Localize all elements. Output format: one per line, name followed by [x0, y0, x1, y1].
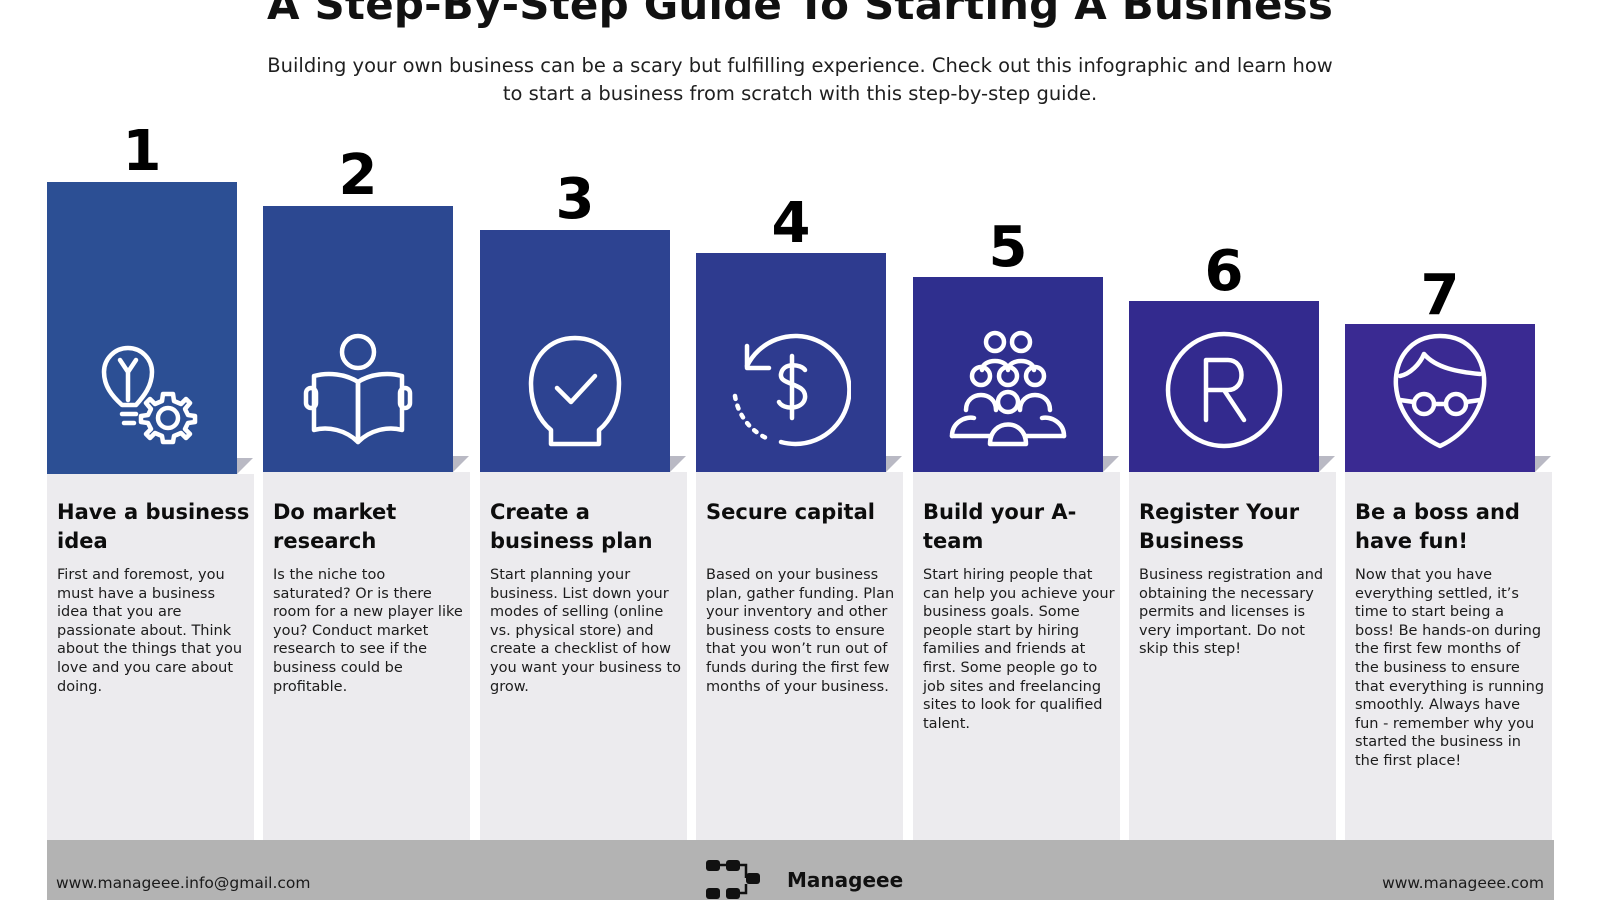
- lightbulb-gear-icon: [101, 345, 198, 445]
- dollar-refresh-icon: [732, 333, 851, 447]
- step-panel: [263, 472, 470, 840]
- fold-corner: [670, 456, 686, 472]
- step-description: Start hiring people that can help you ac…: [923, 567, 1115, 732]
- boss-glasses-icon: [1393, 333, 1487, 449]
- fold-corner: [1319, 456, 1335, 472]
- step-description: Is the niche too saturated? Or is there …: [273, 567, 463, 695]
- step-panel: [913, 472, 1120, 840]
- page-title: A Step-By-Step Guide To Starting A Busin…: [266, 0, 1334, 29]
- fold-corner: [1535, 456, 1551, 472]
- step-description: Based on your business plan, gather fund…: [706, 567, 895, 695]
- step-heading: Be a boss and have fun!: [1355, 500, 1520, 553]
- step-panel: [1345, 472, 1552, 840]
- step-color-block: [1129, 301, 1319, 472]
- step-number: 4: [771, 191, 811, 256]
- step-description: Start planning your business. List down …: [490, 567, 682, 695]
- step-description: First and foremost, you must have a busi…: [57, 567, 243, 695]
- page-subtitle: Building your own business can be a scar…: [267, 54, 1333, 105]
- fold-corner: [886, 456, 902, 472]
- step-description: Now that you have everything settled, it…: [1355, 567, 1545, 769]
- step-number: 3: [555, 167, 595, 232]
- step-heading: Build your A-team: [923, 500, 1077, 553]
- footer-bar: www.manageee.info@gmail.com Manageee www…: [47, 840, 1554, 900]
- step-panel: [480, 472, 687, 840]
- step-number: 5: [988, 215, 1028, 280]
- step-number: 2: [338, 143, 378, 208]
- step-panel: [47, 474, 254, 840]
- step-heading: Do market research: [273, 500, 397, 553]
- registered-mark-icon: [1165, 331, 1283, 449]
- fold-corner: [1103, 456, 1119, 472]
- fold-corner: [453, 456, 469, 472]
- footer-brand: Manageee: [787, 868, 904, 892]
- step-heading: Have a business idea: [57, 500, 250, 553]
- step-number: 7: [1420, 263, 1460, 328]
- footer-website[interactable]: www.manageee.com: [1382, 874, 1544, 892]
- step-panel: [696, 472, 903, 840]
- step-heading: Register Your Business: [1139, 500, 1300, 553]
- step-panel: [1129, 472, 1336, 840]
- person-reading-icon: [303, 333, 413, 445]
- step-heading: Secure capital: [706, 500, 875, 524]
- step-heading: Create a business plan: [490, 500, 653, 553]
- team-group-icon: [949, 330, 1067, 447]
- step-color-block: [696, 253, 886, 472]
- step-color-block: [1345, 324, 1535, 472]
- step-number: 6: [1204, 239, 1244, 304]
- step-color-block: [47, 182, 237, 474]
- head-checkmark-icon: [528, 335, 622, 447]
- step-color-block: [263, 206, 453, 472]
- step-color-block: [913, 277, 1103, 472]
- manageee-logo-icon: [706, 860, 760, 899]
- step-number: 1: [122, 119, 162, 184]
- footer-email[interactable]: www.manageee.info@gmail.com: [56, 874, 311, 892]
- step-description: Business registration and obtaining the …: [1139, 567, 1324, 658]
- step-color-block: [480, 230, 670, 472]
- fold-corner: [237, 458, 253, 474]
